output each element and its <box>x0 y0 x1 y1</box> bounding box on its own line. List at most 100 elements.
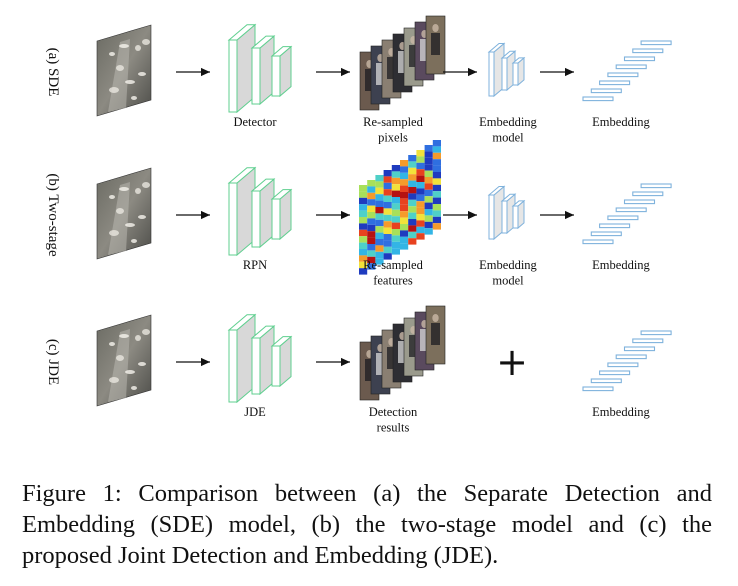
network-layer <box>227 166 257 257</box>
row-two-stage-resample-label: features <box>373 274 413 288</box>
scene-light <box>119 334 129 338</box>
embedding-vector <box>640 183 672 189</box>
heatmap-cell <box>432 197 441 204</box>
heatmap-cell <box>367 224 376 232</box>
heatmap-cell <box>432 210 441 217</box>
person-body <box>420 329 429 351</box>
embedding-model-layer <box>511 199 526 230</box>
heatmap-cell <box>424 189 433 197</box>
heatmap-cell <box>367 218 376 225</box>
heatmap-cell <box>416 162 425 170</box>
person-body <box>376 353 385 375</box>
layer-front <box>488 51 495 97</box>
scene-light <box>131 239 137 243</box>
row-two-stage-network <box>227 166 293 257</box>
row-jde-person-crops <box>359 305 446 401</box>
heatmap-cell <box>375 239 384 246</box>
embedding-vector <box>582 96 614 102</box>
heatmap-cell <box>416 220 425 227</box>
heatmap-cell <box>391 235 400 242</box>
heatmap-cell <box>424 145 433 152</box>
heatmap-cell <box>424 157 433 165</box>
heatmap-cell <box>424 164 433 171</box>
heatmap-cell <box>375 245 384 252</box>
road-band <box>108 39 130 112</box>
heatmap-cell <box>359 223 368 230</box>
scene-light <box>109 195 115 199</box>
heatmap-cell <box>432 159 441 166</box>
heatmap-cell <box>367 192 376 200</box>
person-body <box>387 347 396 369</box>
scene-light <box>125 370 135 374</box>
heatmap-cell <box>375 232 384 239</box>
heatmap-cell <box>383 170 392 177</box>
heatmap-cell <box>432 184 441 192</box>
heatmap-cell <box>432 223 441 230</box>
embedding-vector <box>615 64 647 70</box>
heatmap-cell <box>400 192 409 199</box>
embedding-vector <box>599 223 631 229</box>
heatmap-cell <box>359 236 368 243</box>
layer-front <box>271 198 281 240</box>
scene-light <box>109 52 115 56</box>
scene-light <box>138 215 146 219</box>
layer-front <box>271 345 281 387</box>
row-sde-embed-model-label: model <box>492 131 524 145</box>
heatmap-cell <box>375 194 384 201</box>
row-sde-resample-label: pixels <box>378 131 408 145</box>
heatmap-cell <box>375 226 384 233</box>
heatmap-cell <box>416 233 425 240</box>
heatmap-cell <box>400 166 409 173</box>
heatmap-cell <box>408 155 417 162</box>
row-two-stage-net-label: RPN <box>243 258 267 272</box>
embedding-model-layer <box>511 56 526 87</box>
heatmap-cell <box>359 242 368 249</box>
heatmap-cell <box>383 176 392 183</box>
heatmap-cell <box>424 202 433 209</box>
heatmap-cell <box>359 197 368 205</box>
heatmap-cell <box>400 211 409 218</box>
heatmap-cell <box>391 190 400 197</box>
heatmap-cell <box>367 231 376 238</box>
heatmap-cell <box>375 175 384 182</box>
embedding-vector <box>623 56 656 62</box>
heatmap-cell <box>432 172 441 179</box>
row-jde-resample-label: Detection <box>369 405 418 419</box>
embedding-vector <box>582 386 614 392</box>
heatmap-cell <box>383 208 392 215</box>
person-body <box>431 323 440 345</box>
heatmap-cell <box>383 227 392 234</box>
layer-front <box>251 47 261 105</box>
embedding-vector <box>590 378 622 384</box>
heatmap-cell <box>383 240 392 247</box>
heatmap-cell <box>359 268 368 275</box>
heatmap-cell <box>400 185 409 192</box>
layer-front <box>228 39 238 113</box>
embedding-vector <box>632 338 664 344</box>
network-layer <box>270 45 293 98</box>
heatmap-cell <box>359 204 368 211</box>
heatmap-cell <box>424 196 433 203</box>
embedding-vector <box>599 370 631 376</box>
heatmap-cell <box>416 226 425 234</box>
embedding-vector <box>607 215 639 221</box>
heatmap-cell <box>408 212 417 219</box>
heatmap-cell <box>391 165 400 172</box>
heatmap-cell <box>375 251 384 259</box>
scene-light <box>116 208 124 214</box>
embedding-vector <box>632 48 664 54</box>
heatmap-cell <box>383 234 392 241</box>
embedding-vector <box>607 72 639 78</box>
heatmap-cell <box>408 167 417 175</box>
heatmap-cell <box>375 181 384 188</box>
heatmap-cell <box>367 263 376 270</box>
heatmap-cell <box>416 169 425 176</box>
scene-light <box>142 182 150 188</box>
heatmap-cell <box>383 253 392 260</box>
heatmap-cell <box>359 217 368 224</box>
heatmap-cell <box>408 231 417 239</box>
layer-front <box>251 190 261 248</box>
embedding-vector <box>599 80 631 86</box>
heatmap-cell <box>432 146 441 153</box>
heatmap-cell <box>424 228 433 235</box>
